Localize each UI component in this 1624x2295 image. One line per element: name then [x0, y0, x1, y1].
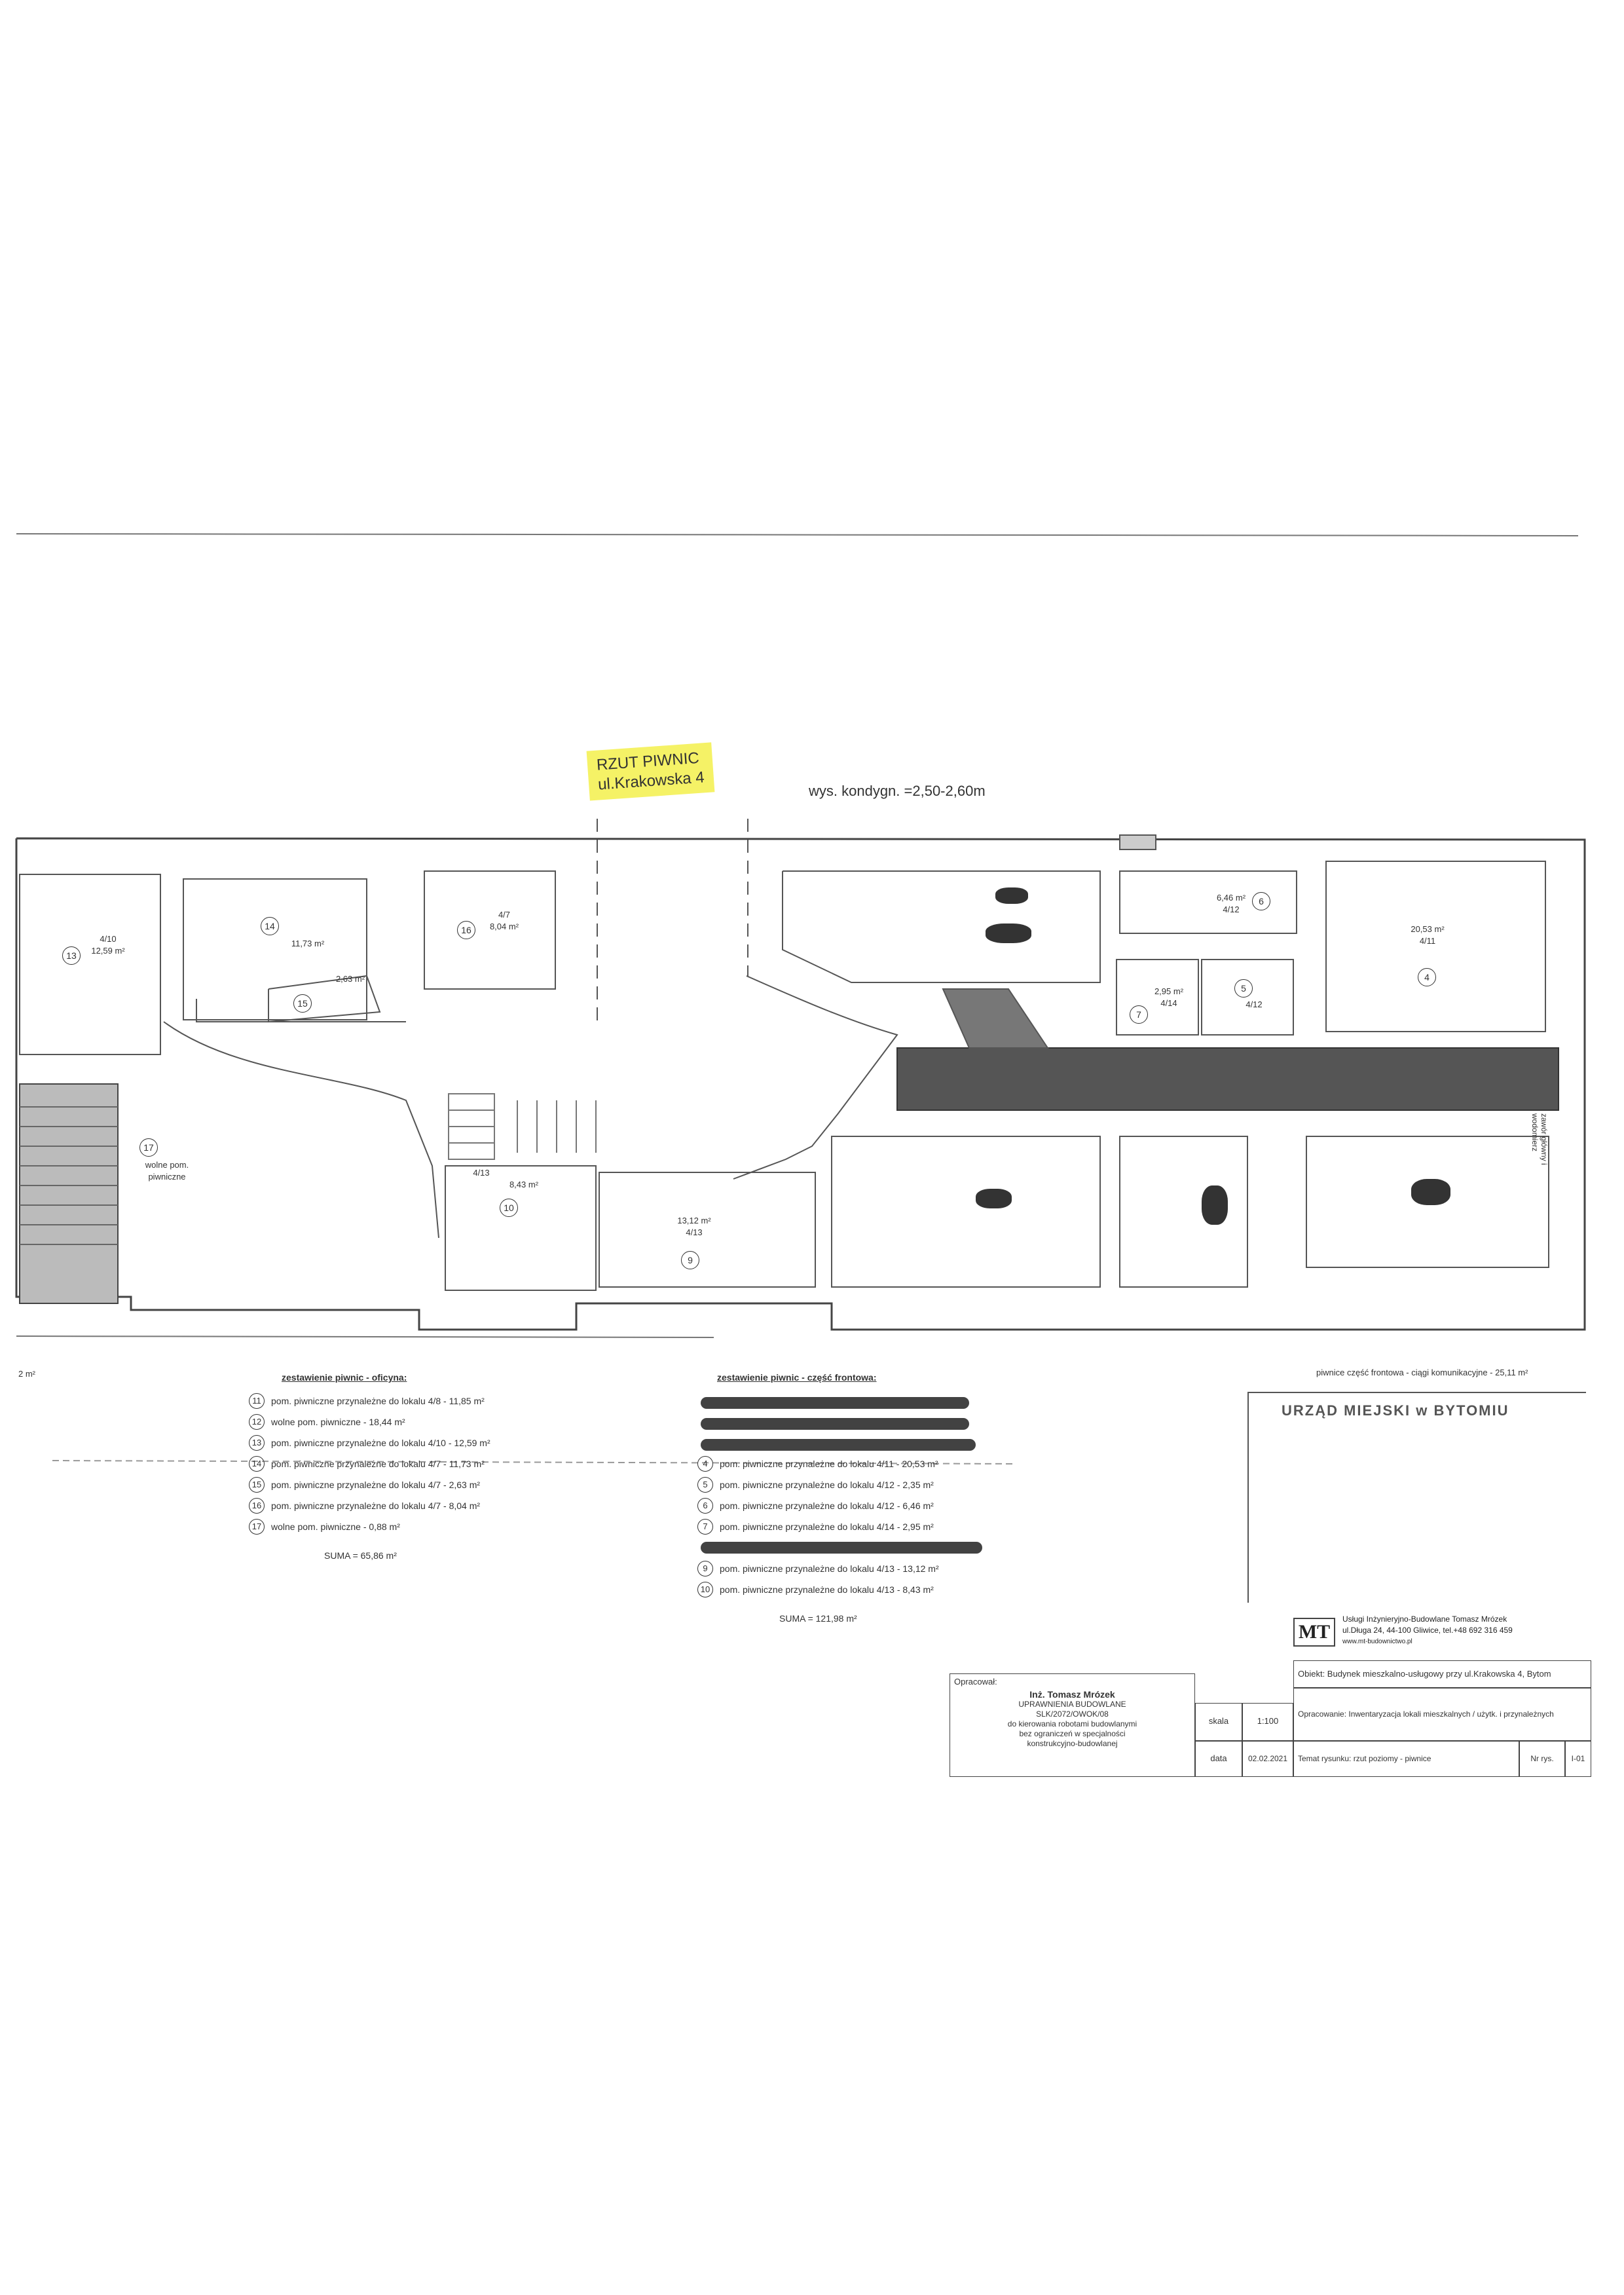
redaction-mark — [995, 887, 1028, 904]
elaboration-cell: Opracowanie: Inwentaryzacja lokali miesz… — [1293, 1688, 1591, 1741]
communication-note: piwnice część frontowa - ciągi komunikac… — [1316, 1368, 1528, 1377]
redaction-mark — [976, 1189, 1012, 1208]
room-label: 11,73 m² — [291, 939, 325, 948]
room-number: 9 — [681, 1251, 699, 1269]
room-number: 17 — [139, 1138, 158, 1157]
room-label: 4/13 — [473, 1168, 490, 1178]
scale-label: skala — [1195, 1703, 1242, 1741]
date-label: data — [1195, 1741, 1242, 1777]
scale-value: 1:100 — [1242, 1703, 1293, 1741]
company-header: MT Usługi Inżynieryjno-Budowlane Tomasz … — [1293, 1611, 1591, 1657]
drawing-title: RZUT PIWNIC ul.Krakowska 4 — [586, 742, 715, 801]
office-stamp: URZĄD MIEJSKI w BYTOMIU — [1247, 1392, 1586, 1603]
margin-note: 2 m² — [18, 1369, 35, 1379]
room-number: 10 — [500, 1199, 518, 1217]
room-number: 16 — [457, 921, 475, 939]
company-logo: MT — [1293, 1618, 1335, 1647]
object-cell: Obiekt: Budynek mieszkalno-usługowy przy… — [1293, 1660, 1591, 1688]
room-number: 4 — [1418, 968, 1436, 986]
redaction-mark — [986, 924, 1031, 943]
redaction-mark — [1411, 1179, 1450, 1205]
room-number: 13 — [62, 946, 81, 965]
main-valve-label: zawór główny i wodomierz — [1530, 1113, 1549, 1165]
room-number: 6 — [1252, 892, 1270, 910]
company-info: Usługi Inżynieryjno-Budowlane Tomasz Mró… — [1342, 1614, 1513, 1645]
stamp-text: URZĄD MIEJSKI w BYTOMIU — [1282, 1402, 1509, 1419]
room-number: 14 — [261, 917, 279, 935]
front-sum: SUMA = 121,98 m² — [779, 1613, 857, 1624]
redacted-rows — [697, 1390, 1064, 1453]
drawing-no-label: Nr rys. — [1519, 1741, 1565, 1777]
room-number: 5 — [1234, 979, 1253, 998]
room-number: 15 — [293, 994, 312, 1013]
room-label: wolne pom. piwniczne — [145, 1160, 189, 1182]
room-label: 8,43 m² — [509, 1180, 539, 1189]
author-cell: Opracował: Inż. Tomasz Mrózek UPRAWNIENI… — [950, 1673, 1195, 1777]
front-list-title: zestawienie piwnic - część frontowa: — [717, 1372, 877, 1383]
annex-list-title: zestawienie piwnic - oficyna: — [282, 1372, 407, 1383]
redaction-mark — [1202, 1185, 1228, 1225]
floor-height-note: wys. kondygn. =2,50-2,60m — [809, 783, 986, 799]
annex-sum: SUMA = 65,86 m² — [324, 1550, 397, 1561]
redacted-row — [697, 1537, 1064, 1558]
room-label: 4/12 — [1246, 999, 1263, 1009]
date-value: 02.02.2021 — [1242, 1741, 1293, 1777]
room-number: 7 — [1130, 1005, 1148, 1024]
drawing-subject: Temat rysunku: rzut poziomy - piwnice — [1293, 1741, 1519, 1777]
drawing-no-value: I-01 — [1565, 1741, 1591, 1777]
room-label: 2,63 m² — [335, 974, 365, 984]
